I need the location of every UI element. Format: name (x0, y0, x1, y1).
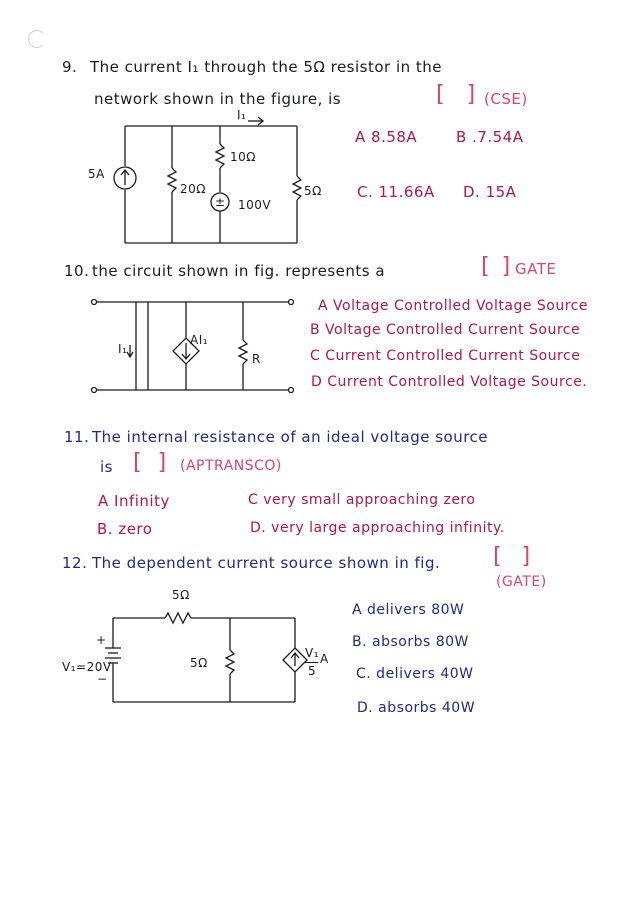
q9-label-100v: 100V (238, 198, 272, 212)
q12-answer-bracket-close: ] (520, 544, 534, 569)
q11-option-a: A Infinity (98, 492, 170, 510)
q12-option-b: B. absorbs 80W (352, 634, 469, 650)
q9-current-source-circle (113, 166, 137, 190)
q12-label-minus: − (97, 672, 108, 686)
q9-resistor-10 (214, 143, 226, 169)
q10-option-d: D Current Controlled Voltage Source. (311, 374, 588, 390)
q12-answer-bracket-open: [ (490, 544, 504, 569)
q11-number: 11. (64, 428, 90, 446)
q10-option-c: C Current Controlled Current Source (310, 348, 581, 364)
q9-option-b: B .7.54A (456, 128, 524, 146)
q10-terminal-bottom-right (287, 386, 295, 394)
q12-label-r5-top: 5Ω (172, 588, 190, 602)
q10-source-tag: GATE (515, 260, 557, 278)
q10-answer-bracket-close: ] (500, 254, 514, 279)
q11-text-line2: is (100, 458, 113, 476)
q12-label-r5-mid: 5Ω (190, 656, 208, 670)
q9-answer-bracket-close: ] (465, 82, 479, 107)
q10-circuit-diagram (90, 298, 295, 394)
q12-label-v1: V₁=20V (62, 660, 112, 674)
q12-number: 12. (62, 554, 88, 572)
q9-number: 9. (62, 58, 78, 76)
q10-terminal-bottom-left (90, 386, 98, 394)
q12-fraction-bar (304, 662, 318, 663)
svg-text:±: ± (215, 195, 225, 209)
q9-resistor-5 (291, 175, 303, 201)
q10-label-r: R (252, 352, 261, 366)
q12-text-line1: The dependent current source shown in fi… (92, 554, 441, 572)
q9-option-c: C. 11.66A (357, 183, 435, 201)
q11-option-d: D. very large approaching infinity. (250, 520, 505, 536)
q12-label-ctrl-num: V₁ (305, 646, 320, 660)
q10-option-a: A Voltage Controlled Voltage Source (318, 298, 588, 314)
q12-resistor-mid (224, 649, 236, 675)
q9-resistor-20 (166, 167, 178, 193)
q10-terminal-top-left (90, 298, 98, 306)
q10-resistor-r (237, 339, 249, 365)
q12-label-ctrl-unit: A (320, 652, 329, 666)
q9-circuit-diagram: ± (113, 116, 303, 244)
q10-label-i1: I₁ (118, 342, 128, 356)
q10-text-line1: the circuit shown in fig. represents a (92, 262, 386, 280)
q10-label-ai1: AI₁ (190, 333, 209, 347)
q12-option-a: A delivers 80W (352, 602, 465, 618)
q10-answer-bracket-open: [ (478, 254, 492, 279)
q9-label-i1: I₁ (237, 108, 247, 122)
q11-answer-bracket-close: ] (156, 450, 170, 475)
q12-label-plus: + (96, 633, 107, 647)
q11-answer-bracket-open: [ (130, 450, 144, 475)
q12-source-tag: (GATE) (496, 574, 547, 590)
q9-option-a: A 8.58A (355, 128, 418, 146)
q12-resistor-top (164, 611, 192, 625)
q9-label-r5: 5Ω (304, 184, 322, 198)
q9-text-line1: The current I₁ through the 5Ω resistor i… (90, 58, 443, 76)
q9-option-d: D. 15A (463, 183, 517, 201)
q11-text-line1: The internal resistance of an ideal volt… (92, 428, 489, 446)
q10-terminal-top-right (287, 298, 295, 306)
q11-option-c: C very small approaching zero (248, 492, 476, 508)
q10-number: 10. (64, 262, 90, 280)
q9-label-r10: 10Ω (230, 150, 256, 164)
q12-label-ctrl-den: 5 (308, 664, 317, 678)
q9-label-5a: 5A (88, 167, 105, 181)
binder-hole-mark (28, 30, 46, 48)
q9-answer-bracket-open: [ (433, 82, 447, 107)
q12-option-d: D. absorbs 40W (357, 700, 476, 716)
q12-option-c: C. delivers 40W (356, 666, 474, 682)
q9-text-line2: network shown in the figure, is (94, 90, 342, 108)
q9-label-r20: 20Ω (180, 182, 206, 196)
q9-source-tag: (CSE) (484, 90, 528, 108)
q11-option-b: B. zero (97, 520, 153, 538)
q10-option-b: B Voltage Controlled Current Source (310, 322, 581, 338)
q11-source-tag: (APTRANSCO) (180, 458, 282, 474)
q12-circuit-diagram (105, 611, 308, 703)
